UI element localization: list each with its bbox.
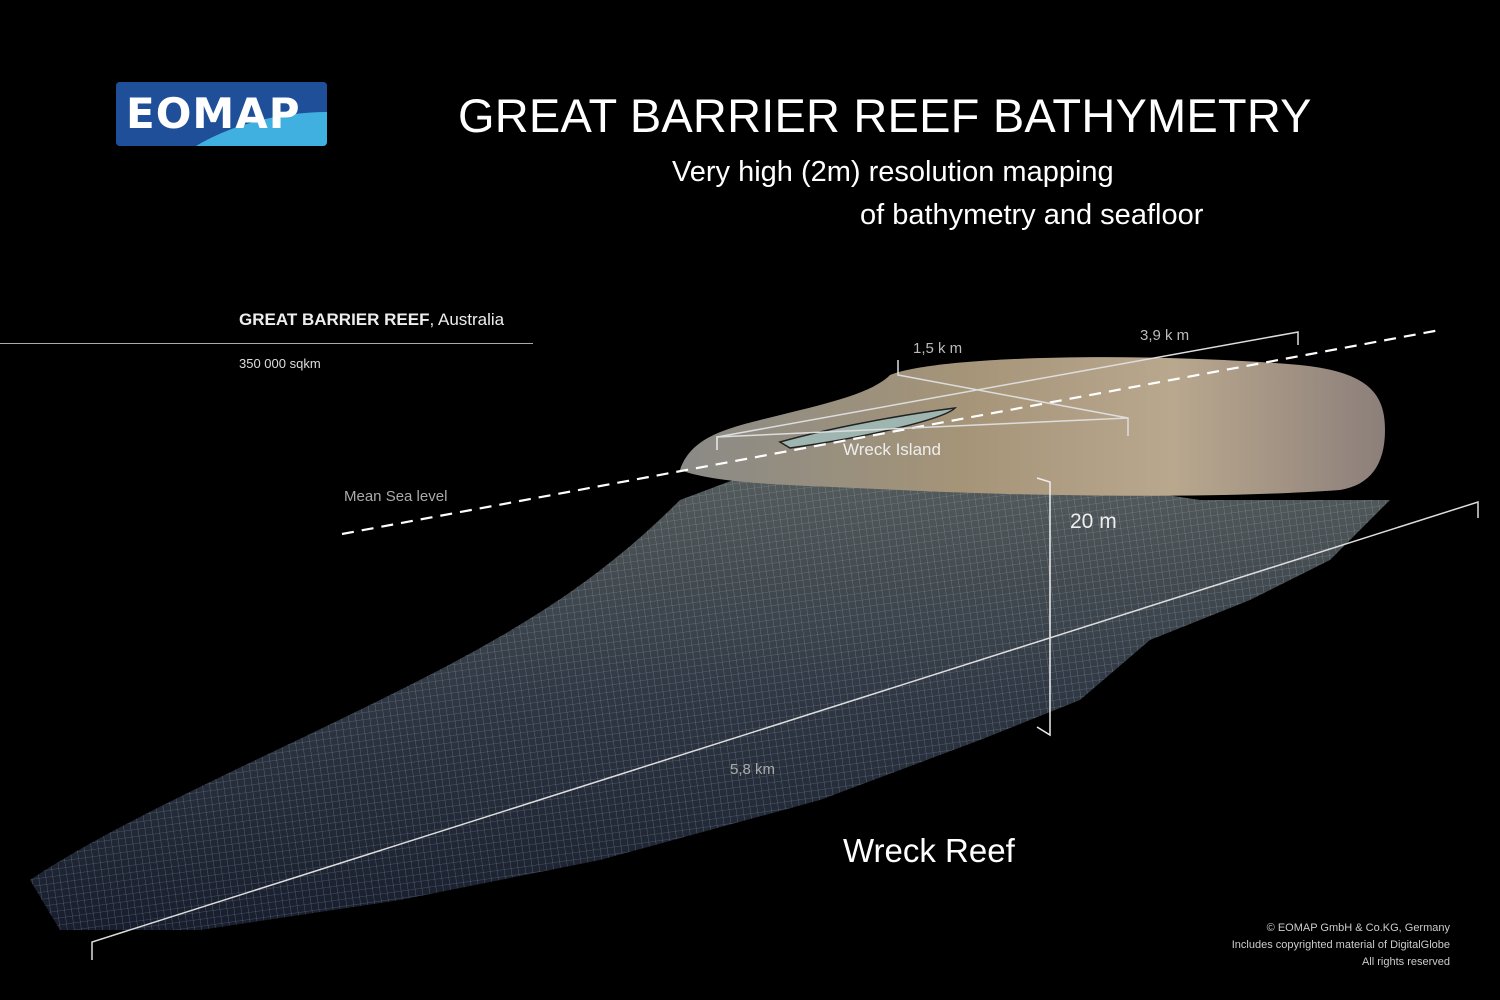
bathymetry-mesh [30,470,1390,930]
mean-sea-level-line [341,328,1441,536]
reef-name-label: Wreck Reef [843,832,1015,869]
depth-dimension-line [1036,477,1051,737]
width-short-label: 1,5 k m [913,340,963,357]
island-label: Wreck Island [843,440,941,459]
subtitle-line-2: of bathymetry and seafloor [860,199,1204,231]
page-title: GREAT BARRIER REEF BATHYMETRY [458,89,1312,142]
copyright-block: © EOMAP GmbH & Co.KG, Germany Includes c… [1232,920,1450,971]
location-divider [0,343,533,344]
location-name: GREAT BARRIER REEF [239,310,430,329]
location-country: , Australia [429,310,505,329]
length-dimension-line [91,500,1479,960]
location-area: 350 000 sqkm [239,356,321,371]
copyright-line-1: © EOMAP GmbH & Co.KG, Germany [1266,922,1450,934]
copyright-line-2: Includes copyrighted material of Digital… [1231,939,1450,951]
eomap-logo: EOMAP [116,82,327,146]
logo-swoosh-icon [116,82,327,146]
width-short-diagonal [897,360,1129,419]
length-label: 5,8 km [730,761,776,778]
width-long-dimension-line [716,331,1299,450]
reef-flat [680,357,1385,496]
mean-sea-level-label: Mean Sea level [344,488,448,505]
copyright-line-3: All rights reserved [1361,956,1450,968]
depth-label: 20 m [1070,510,1117,533]
wreck-island-shape [778,406,958,449]
location-label: GREAT BARRIER REEF, Australia [239,310,504,330]
width-long-label: 3,9 k m [1140,327,1190,344]
subtitle-line-1: Very high (2m) resolution mapping [672,156,1114,188]
logo-text: EOMAP [126,89,301,138]
